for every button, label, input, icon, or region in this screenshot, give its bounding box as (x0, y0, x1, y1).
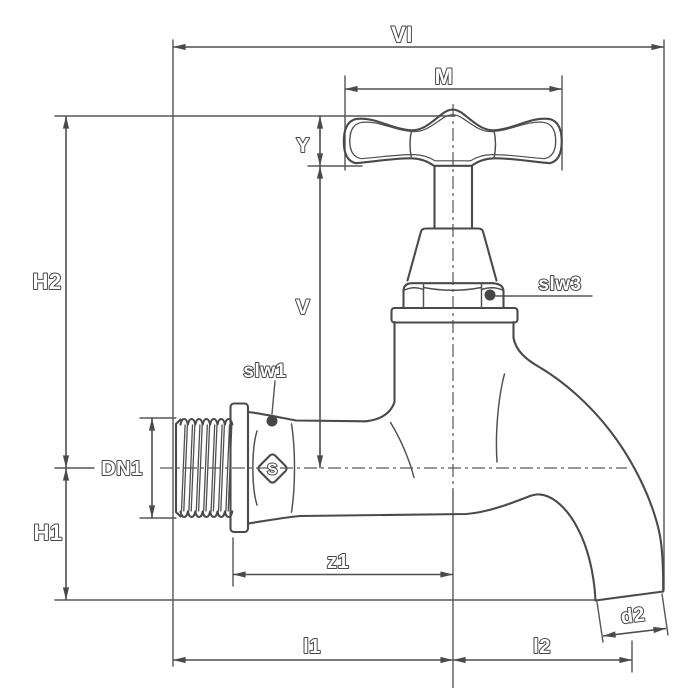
spindle (433, 165, 474, 230)
spout-mouth (594, 590, 665, 602)
dim-label-l2: l2 (533, 636, 551, 658)
dim-handle-width: M (344, 63, 563, 93)
callout-label-slw3: slw3 (538, 274, 581, 295)
dim-overall-length: VI (172, 21, 665, 51)
dim-label-h1: H1 (33, 520, 62, 545)
callout-inlet-wrench: slw1 (242, 360, 287, 427)
dim-label-m: M (435, 64, 454, 89)
body-inner-contour-right (495, 373, 506, 463)
callout-label-slw1: slw1 (243, 361, 286, 382)
inlet-thread (174, 417, 234, 519)
inlet-hex-facet-right (290, 423, 296, 513)
bonnet-cone (406, 227, 498, 282)
handle-silhouette (342, 108, 563, 167)
bonnet-hex (402, 282, 505, 310)
dim-label-h2: H2 (32, 269, 61, 294)
dim-label-v: V (296, 296, 311, 319)
dim-handle-to-axis: V (295, 165, 324, 469)
dim-line-d2 (602, 626, 667, 638)
maker-logo: S (257, 453, 288, 484)
thread-crests-bottom (179, 510, 234, 519)
inlet-hex-section: S (246, 410, 368, 513)
dim-nominal-diameter: DN1 (100, 417, 156, 519)
bonnet-hex-silhouette (402, 282, 505, 310)
dim-height-below-axis: H1 (32, 467, 70, 601)
centerlines (160, 104, 627, 688)
dim-outlet-length: l2 (452, 635, 633, 664)
ext-d2-right (661, 593, 669, 636)
leader-dot-slw1 (266, 415, 278, 427)
ext-d2-left (596, 601, 604, 643)
inlet-flange (229, 402, 250, 534)
handle (342, 108, 563, 167)
body-right-and-spout-outer (512, 320, 665, 593)
dim-label-l1: l1 (303, 636, 321, 658)
body-collar (390, 306, 519, 324)
body-inner-contour-left (389, 421, 415, 479)
dim-inlet-length: l1 (172, 635, 454, 664)
tube-bottom-and-spout-inner (246, 493, 597, 602)
thread-end-face (174, 418, 182, 518)
leader-dot-slw3 (484, 289, 496, 301)
dim-label-vi: VI (391, 22, 413, 47)
callout-bonnet-wrench: slw3 (484, 273, 593, 301)
dim-height-above-axis: H2 (31, 115, 70, 469)
maker-logo-letter: S (267, 462, 278, 479)
dim-label-y: Y (296, 135, 310, 157)
body-left-edge (364, 320, 396, 423)
inlet-tube-top-edge (246, 410, 368, 423)
inlet-hex-facet-left (252, 430, 258, 506)
dim-label-z1: z1 (327, 551, 349, 573)
handle-inner-contour (349, 114, 557, 162)
dim-label-dn1: DN1 (101, 458, 143, 480)
thread-crests-top (179, 417, 234, 426)
dim-label-d2: d2 (620, 604, 647, 629)
dimension-lines: VI M H2 H1 Y V DN1 z1 (31, 21, 667, 664)
maker-logo-diamond (257, 453, 288, 484)
leader-line-slw1 (271, 380, 276, 415)
dim-handle-height: Y (295, 115, 324, 167)
bonnet-hex-facet-arcs (402, 286, 505, 292)
thread-flanks (180, 424, 233, 512)
handle-hub-lines (409, 129, 497, 160)
extension-lines (54, 39, 669, 673)
dim-engagement-length: z1 (232, 550, 454, 578)
dim-outlet-diameter: d2 (602, 603, 667, 638)
tap-outline: S (174, 108, 665, 602)
